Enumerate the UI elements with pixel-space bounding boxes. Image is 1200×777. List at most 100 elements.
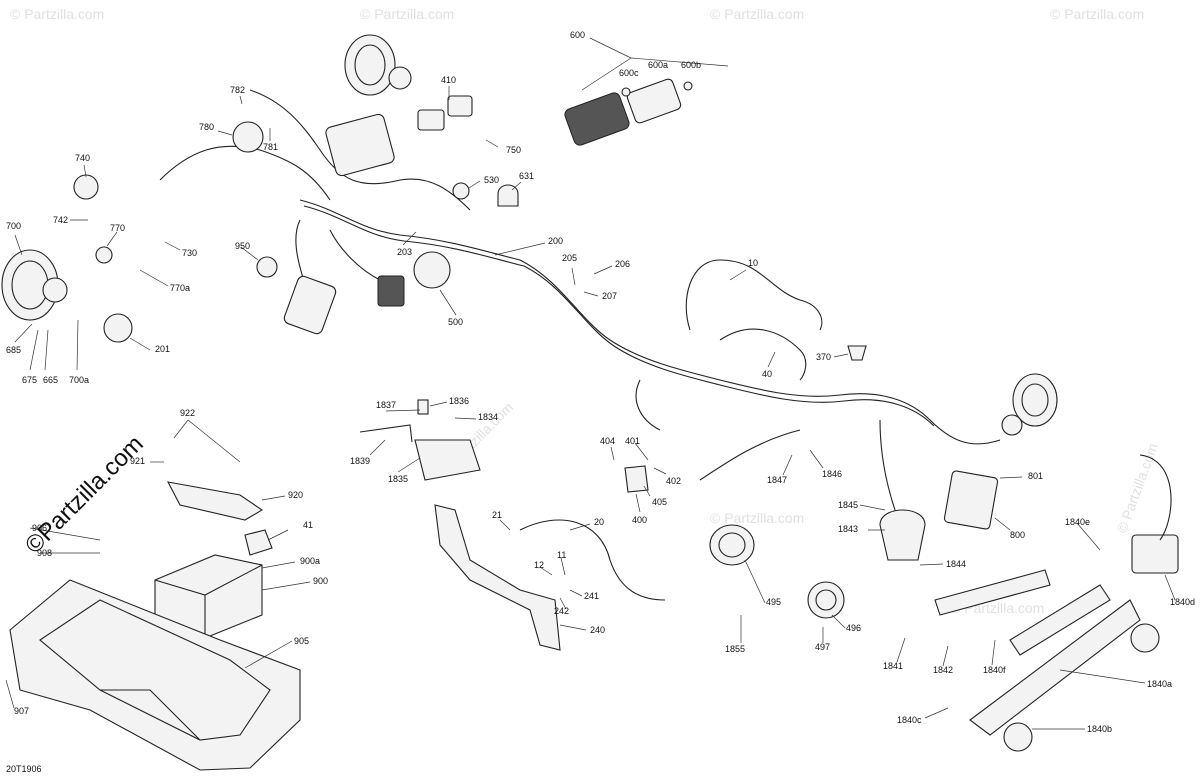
ecu-center [325, 113, 395, 177]
callout-200[interactable]: 200 [548, 236, 564, 246]
callout-600c[interactable]: 600c [619, 68, 639, 78]
callout-750[interactable]: 750 [506, 145, 522, 155]
callout-800[interactable]: 800 [1010, 530, 1026, 540]
callout-500[interactable]: 500 [448, 317, 464, 327]
callout-1840c[interactable]: 1840c [897, 715, 922, 725]
callout-201[interactable]: 201 [155, 344, 171, 354]
callout-1840e[interactable]: 1840e [1065, 517, 1091, 527]
callout-770a[interactable]: 770a [170, 283, 191, 293]
wiring-harness-10 [685, 259, 823, 331]
callout-1835[interactable]: 1835 [388, 474, 409, 484]
callout-370[interactable]: 370 [816, 352, 832, 362]
callout-900a[interactable]: 900a [300, 556, 321, 566]
callout-242[interactable]: 242 [554, 606, 570, 616]
callout-907[interactable]: 907 [14, 706, 30, 716]
callout-1836[interactable]: 1836 [449, 396, 470, 406]
callout-20[interactable]: 20 [594, 517, 605, 527]
callout-21[interactable]: 21 [492, 510, 503, 520]
callout-405[interactable]: 405 [652, 497, 668, 507]
callout-496[interactable]: 496 [846, 623, 862, 633]
callout-600b[interactable]: 600b [681, 60, 702, 70]
callout-401[interactable]: 401 [625, 436, 641, 446]
callout-922[interactable]: 922 [180, 408, 196, 418]
callout-906[interactable]: 906 [32, 523, 48, 533]
cover-41 [244, 529, 273, 556]
callout-205[interactable]: 205 [562, 253, 578, 263]
callout-1855[interactable]: 1855 [725, 644, 746, 654]
callout-1843[interactable]: 1843 [838, 524, 859, 534]
callout-780[interactable]: 780 [199, 122, 215, 132]
callout-700[interactable]: 700 [6, 221, 22, 231]
callout-1847[interactable]: 1847 [767, 475, 788, 485]
callout-206[interactable]: 206 [615, 259, 631, 269]
callout-1844[interactable]: 1844 [946, 559, 967, 569]
callout-600[interactable]: 600 [570, 30, 586, 40]
callout-40[interactable]: 40 [762, 369, 773, 379]
callout-1845[interactable]: 1845 [838, 500, 859, 510]
callout-685[interactable]: 685 [6, 345, 22, 355]
bracket-240 [434, 504, 561, 651]
headlight-right [1001, 373, 1058, 436]
callout-1842[interactable]: 1842 [933, 665, 954, 675]
callout-497[interactable]: 497 [815, 642, 831, 652]
watermark: © Partzilla.com [10, 6, 105, 22]
callout-782[interactable]: 782 [230, 85, 246, 95]
callout-600a[interactable]: 600a [648, 60, 669, 70]
callout-11[interactable]: 11 [557, 550, 567, 560]
callout-10[interactable]: 10 [748, 258, 759, 268]
headlight-700 [1, 249, 68, 321]
callout-921[interactable]: 921 [130, 456, 146, 466]
sensor-400 [624, 465, 649, 493]
callout-1841[interactable]: 1841 [883, 661, 904, 671]
callout-404[interactable]: 404 [600, 436, 616, 446]
callout-203[interactable]: 203 [397, 247, 413, 257]
callout-781[interactable]: 781 [263, 142, 279, 152]
callout-1837[interactable]: 1837 [376, 400, 397, 410]
part-530 [452, 182, 470, 200]
callout-730[interactable]: 730 [182, 248, 198, 258]
light-495 [709, 524, 755, 566]
callout-1846[interactable]: 1846 [822, 469, 843, 479]
callout-920[interactable]: 920 [288, 490, 304, 500]
callout-41[interactable]: 41 [303, 520, 314, 530]
callout-700a[interactable]: 700a [69, 375, 90, 385]
callout-241[interactable]: 241 [584, 591, 600, 601]
callout-530[interactable]: 530 [484, 175, 500, 185]
module-800 [943, 470, 999, 530]
callout-495[interactable]: 495 [766, 597, 782, 607]
switch-1835 [359, 399, 481, 481]
part-201 [103, 313, 133, 343]
wiring-harness-main [299, 199, 1001, 445]
callout-12[interactable]: 12 [534, 560, 545, 570]
callout-770[interactable]: 770 [110, 223, 126, 233]
callout-905[interactable]: 905 [294, 636, 310, 646]
callout-631[interactable]: 631 [519, 171, 535, 181]
wiring-harness-40 [719, 328, 807, 381]
callout-1834[interactable]: 1834 [478, 412, 499, 422]
callout-1840d[interactable]: 1840d [1170, 597, 1196, 607]
watermark: © Partzilla.com [1050, 6, 1145, 22]
callout-207[interactable]: 207 [602, 291, 618, 301]
callout-1840b[interactable]: 1840b [1087, 724, 1113, 734]
callout-900[interactable]: 900 [313, 576, 329, 586]
callout-950[interactable]: 950 [235, 241, 251, 251]
callout-665[interactable]: 665 [43, 375, 59, 385]
callout-1840a[interactable]: 1840a [1147, 679, 1173, 689]
callout-400[interactable]: 400 [632, 515, 648, 525]
callout-240[interactable]: 240 [590, 625, 606, 635]
callout-1839[interactable]: 1839 [350, 456, 371, 466]
callout-1840f[interactable]: 1840f [983, 665, 1006, 675]
diagram-reference-code: 20T1906 [6, 764, 42, 774]
part-950 [256, 256, 278, 278]
callout-410[interactable]: 410 [441, 75, 457, 85]
callout-801[interactable]: 801 [1028, 471, 1044, 481]
callout-402[interactable]: 402 [666, 476, 682, 486]
callout-675[interactable]: 675 [22, 375, 38, 385]
callout-742[interactable]: 742 [53, 215, 69, 225]
callout-740[interactable]: 740 [75, 153, 91, 163]
part-740 [73, 174, 99, 200]
relay-410 [417, 109, 445, 131]
watermark: © Partzilla.com [710, 6, 805, 22]
callout-908[interactable]: 908 [37, 548, 53, 558]
